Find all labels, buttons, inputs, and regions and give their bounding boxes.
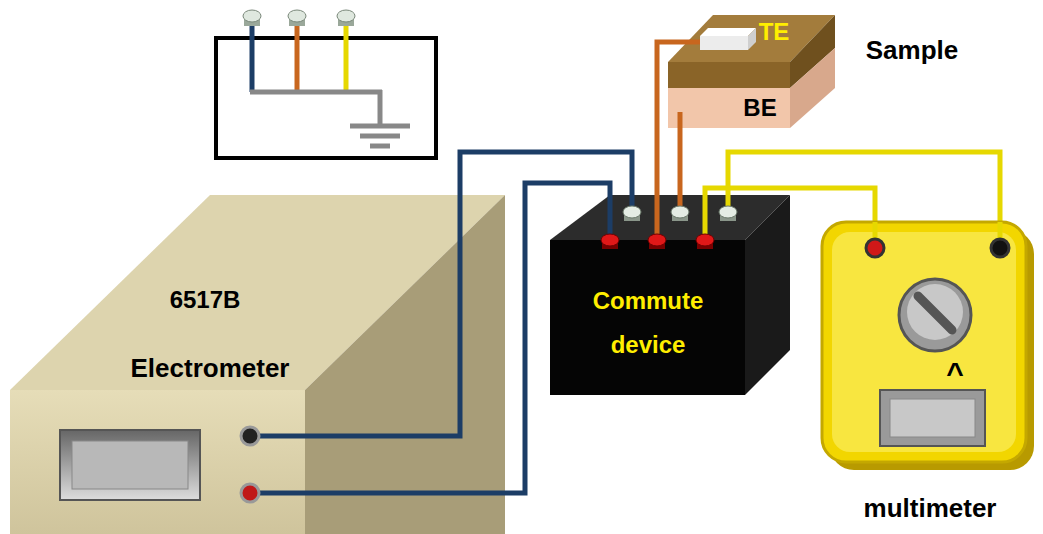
wire <box>657 42 660 195</box>
electrode-label: BE <box>743 95 776 121</box>
sample-drawing <box>660 8 960 128</box>
device-label: multimeter <box>864 494 997 523</box>
device-label: Electrometer <box>131 354 290 383</box>
wire <box>678 128 683 195</box>
multimeter: ^ multimeter <box>822 222 1040 530</box>
electrode-label: TE <box>759 19 790 45</box>
multimeter-drawing <box>822 222 1040 530</box>
sample-label: Sample <box>866 36 959 65</box>
sample: Sample TE BE <box>660 8 960 128</box>
dial-mark: ^ <box>946 356 964 389</box>
commute-device: Commute device <box>550 195 790 395</box>
device-label: Commute device <box>573 279 723 368</box>
model-number: 6517B <box>170 287 241 313</box>
wire <box>460 152 632 195</box>
terminal <box>243 10 355 26</box>
electrometer-box: 6517B Electrometer <box>10 195 505 534</box>
inset-box <box>216 38 436 158</box>
